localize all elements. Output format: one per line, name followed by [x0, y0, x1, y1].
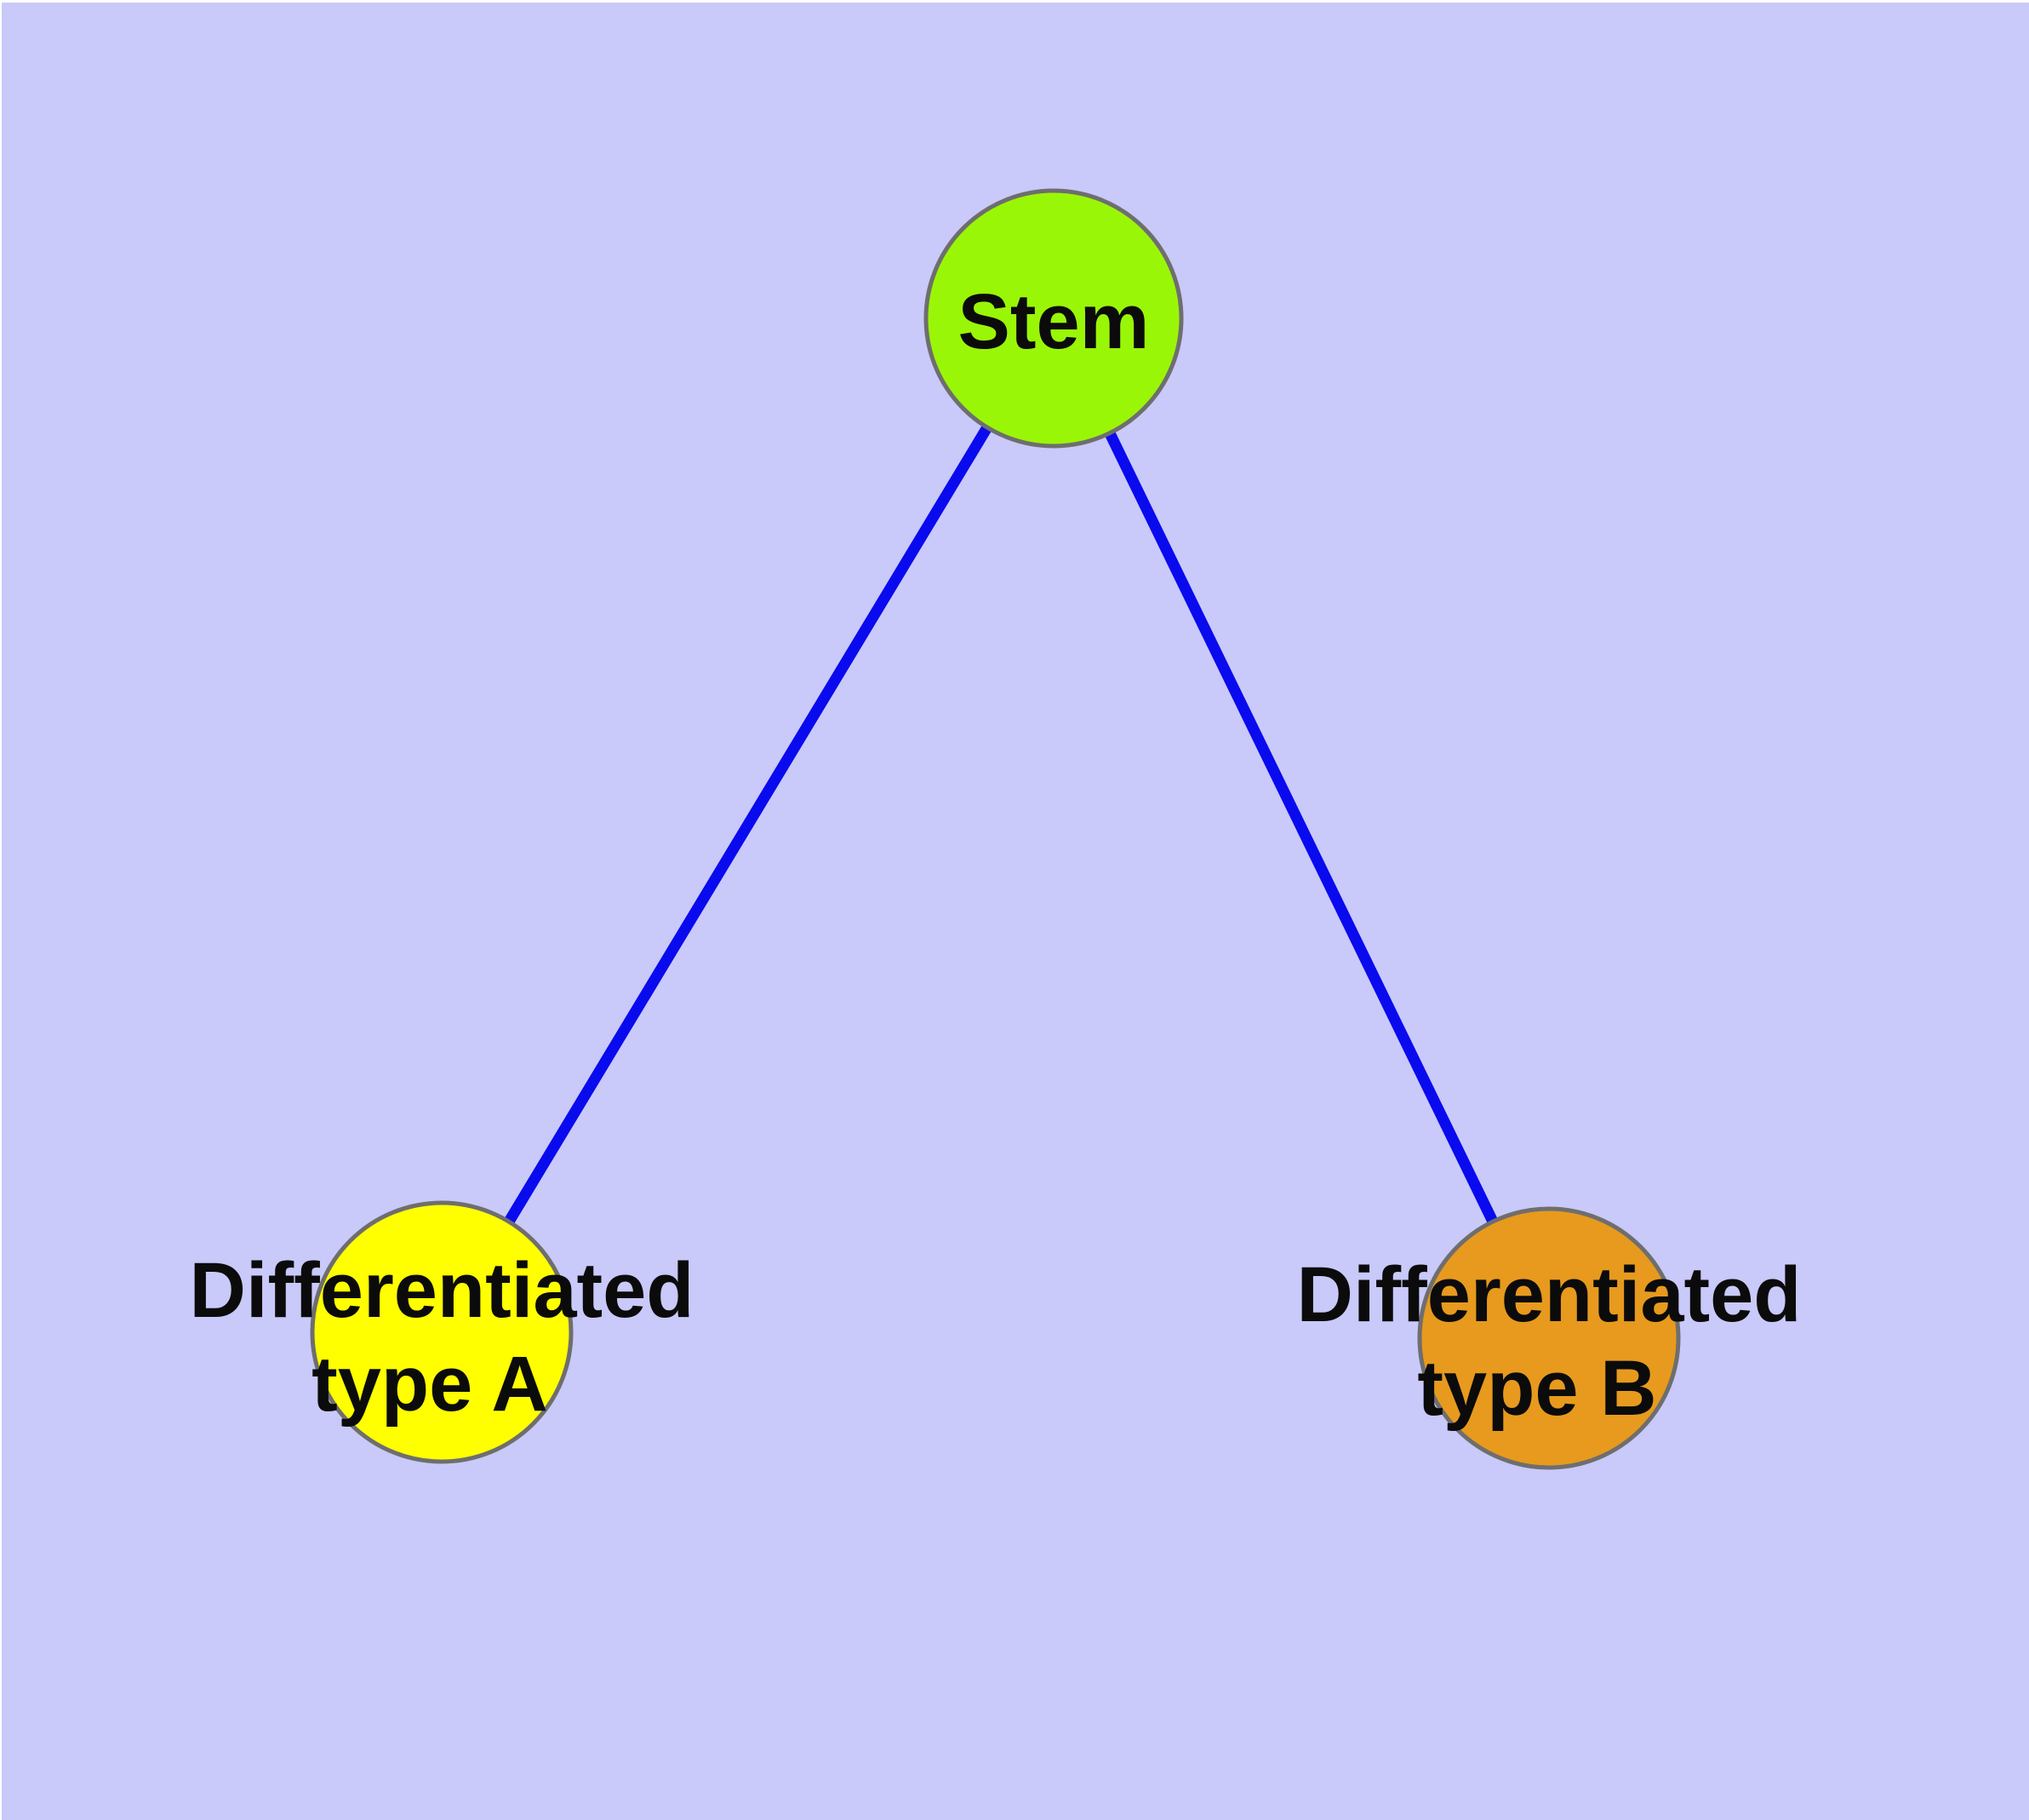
node-stem	[923, 188, 1184, 449]
node-type-a-label-line2: type A	[311, 1341, 548, 1428]
node-differentiated-type-b	[1417, 1206, 1681, 1470]
node-type-b-label-line1: Differentiated	[1297, 1251, 1802, 1338]
edge-stem-to-type-b	[1105, 431, 1498, 1224]
node-type-a-label-line1: Differentiated	[190, 1247, 694, 1334]
node-stem-label: Stem	[958, 278, 1150, 365]
edge-stem-to-type-a	[504, 424, 992, 1225]
node-differentiated-type-a	[310, 1200, 574, 1464]
node-type-b-label-line2: type B	[1417, 1345, 1656, 1432]
